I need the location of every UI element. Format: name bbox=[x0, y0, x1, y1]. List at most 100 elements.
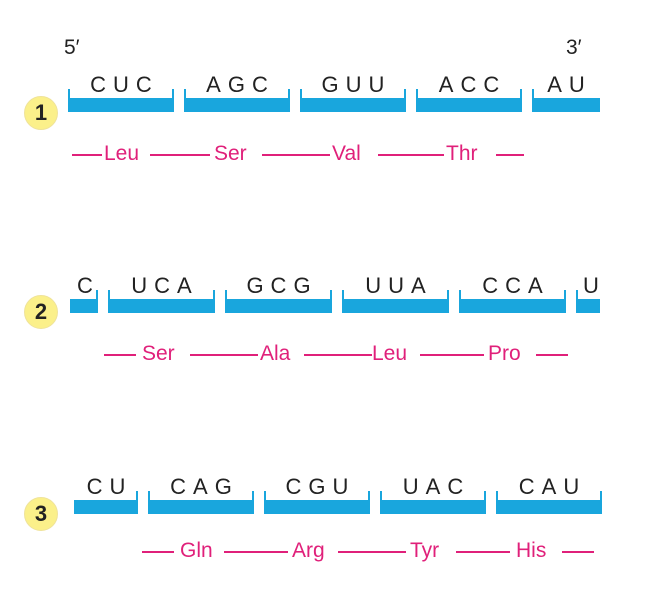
codon: CU bbox=[74, 476, 138, 514]
codon-bar bbox=[459, 299, 566, 313]
amino-acid-label: Pro bbox=[488, 342, 521, 365]
codon: C bbox=[70, 275, 98, 313]
codon-tick bbox=[172, 89, 174, 98]
amino-acid-label: His bbox=[516, 539, 547, 562]
peptide-bond-line bbox=[190, 354, 258, 356]
codon-bar bbox=[416, 98, 522, 112]
codon-tick bbox=[380, 491, 382, 500]
codon-tick bbox=[264, 491, 266, 500]
amino-acid-label: Gln bbox=[180, 539, 213, 562]
codon: CUC bbox=[68, 74, 174, 112]
codon-letters: CAU bbox=[518, 474, 587, 499]
amino-acid-label: Ser bbox=[214, 142, 247, 165]
codon-letters: UAC bbox=[402, 474, 471, 499]
codon-letters: GCG bbox=[246, 273, 318, 298]
codon-letters: C bbox=[77, 273, 100, 298]
codon-tick bbox=[252, 491, 254, 500]
codon-tick bbox=[484, 491, 486, 500]
codon-bar bbox=[225, 299, 332, 313]
amino-acid-chain: Ser Ala Leu Pro bbox=[0, 342, 650, 366]
codon-tick bbox=[68, 89, 70, 98]
codon-tick bbox=[447, 290, 449, 299]
codon-tick bbox=[416, 89, 418, 98]
codon-tick bbox=[342, 290, 344, 299]
amino-acid-label: Tyr bbox=[410, 539, 440, 562]
codon-tick bbox=[564, 290, 566, 299]
amino-acid-label: Thr bbox=[446, 142, 478, 165]
codon: CCA bbox=[459, 275, 566, 313]
codon-letters: GUU bbox=[321, 72, 392, 97]
peptide-bond-line bbox=[104, 354, 136, 356]
codon-tick bbox=[184, 89, 186, 98]
codon-tick bbox=[532, 89, 534, 98]
amino-acid-chain: Leu Ser Val Thr bbox=[0, 142, 650, 166]
codon-bar bbox=[264, 500, 370, 514]
codon-tick bbox=[288, 89, 290, 98]
amino-acid-label: Arg bbox=[292, 539, 325, 562]
codon-bar bbox=[342, 299, 449, 313]
codon-letters: UUA bbox=[365, 273, 433, 298]
codon-tick bbox=[330, 290, 332, 299]
amino-acid-label: Leu bbox=[104, 142, 140, 165]
amino-acid-label: Ala bbox=[260, 342, 291, 365]
codon-tick bbox=[459, 290, 461, 299]
codon: U bbox=[576, 275, 600, 313]
peptide-bond-line bbox=[72, 154, 102, 156]
frame-number-badge: 3 bbox=[24, 497, 58, 531]
codon-letters: UCA bbox=[131, 273, 199, 298]
codon: CAU bbox=[496, 476, 602, 514]
codon-letters: U bbox=[583, 273, 606, 298]
peptide-bond-line bbox=[378, 154, 444, 156]
codon: GUU bbox=[300, 74, 406, 112]
codon-tick bbox=[404, 89, 406, 98]
frame-number-badge: 2 bbox=[24, 295, 58, 329]
frame-number-badge: 1 bbox=[24, 96, 58, 130]
codon-letters: AU bbox=[547, 72, 592, 97]
codon-tick bbox=[300, 89, 302, 98]
codon-bar bbox=[184, 98, 290, 112]
codon-tick bbox=[213, 290, 215, 299]
codon-tick bbox=[225, 290, 227, 299]
codon-tick bbox=[96, 290, 98, 299]
codon: UUA bbox=[342, 275, 449, 313]
three-prime-label: 3′ bbox=[566, 36, 582, 59]
codon-bar bbox=[74, 500, 138, 514]
peptide-bond-line bbox=[562, 551, 594, 553]
codon-bar bbox=[70, 299, 98, 313]
peptide-bond-line bbox=[142, 551, 174, 553]
codon: AGC bbox=[184, 74, 290, 112]
codon-letters: ACC bbox=[438, 72, 507, 97]
codon-bar bbox=[496, 500, 602, 514]
codon-tick bbox=[136, 491, 138, 500]
codon-tick bbox=[108, 290, 110, 299]
codon: UAC bbox=[380, 476, 486, 514]
codon-letters: CU bbox=[86, 474, 133, 499]
peptide-bond-line bbox=[456, 551, 510, 553]
amino-acid-label: Leu bbox=[372, 342, 408, 365]
codon-tick bbox=[368, 491, 370, 500]
codon: GCG bbox=[225, 275, 332, 313]
codon-tick bbox=[576, 290, 578, 299]
peptide-bond-line bbox=[262, 154, 330, 156]
amino-acid-label: Ser bbox=[142, 342, 175, 365]
codon-bar bbox=[532, 98, 600, 112]
amino-acid-chain: Gln Arg Tyr His bbox=[0, 539, 650, 563]
codon: CGU bbox=[264, 476, 370, 514]
peptide-bond-line bbox=[420, 354, 484, 356]
amino-acid-label: Val bbox=[332, 142, 361, 165]
codon: CAG bbox=[148, 476, 254, 514]
codon-bar bbox=[380, 500, 486, 514]
codon-bar bbox=[108, 299, 215, 313]
peptide-bond-line bbox=[224, 551, 288, 553]
codon-tick bbox=[520, 89, 522, 98]
peptide-bond-line bbox=[536, 354, 568, 356]
codon-bar bbox=[68, 98, 174, 112]
codon: AU bbox=[532, 74, 600, 112]
codon: UCA bbox=[108, 275, 215, 313]
codon-letters: CGU bbox=[285, 474, 356, 499]
peptide-bond-line bbox=[338, 551, 406, 553]
peptide-bond-line bbox=[304, 354, 372, 356]
codon-tick bbox=[496, 491, 498, 500]
five-prime-label: 5′ bbox=[64, 36, 80, 59]
peptide-bond-line bbox=[496, 154, 524, 156]
